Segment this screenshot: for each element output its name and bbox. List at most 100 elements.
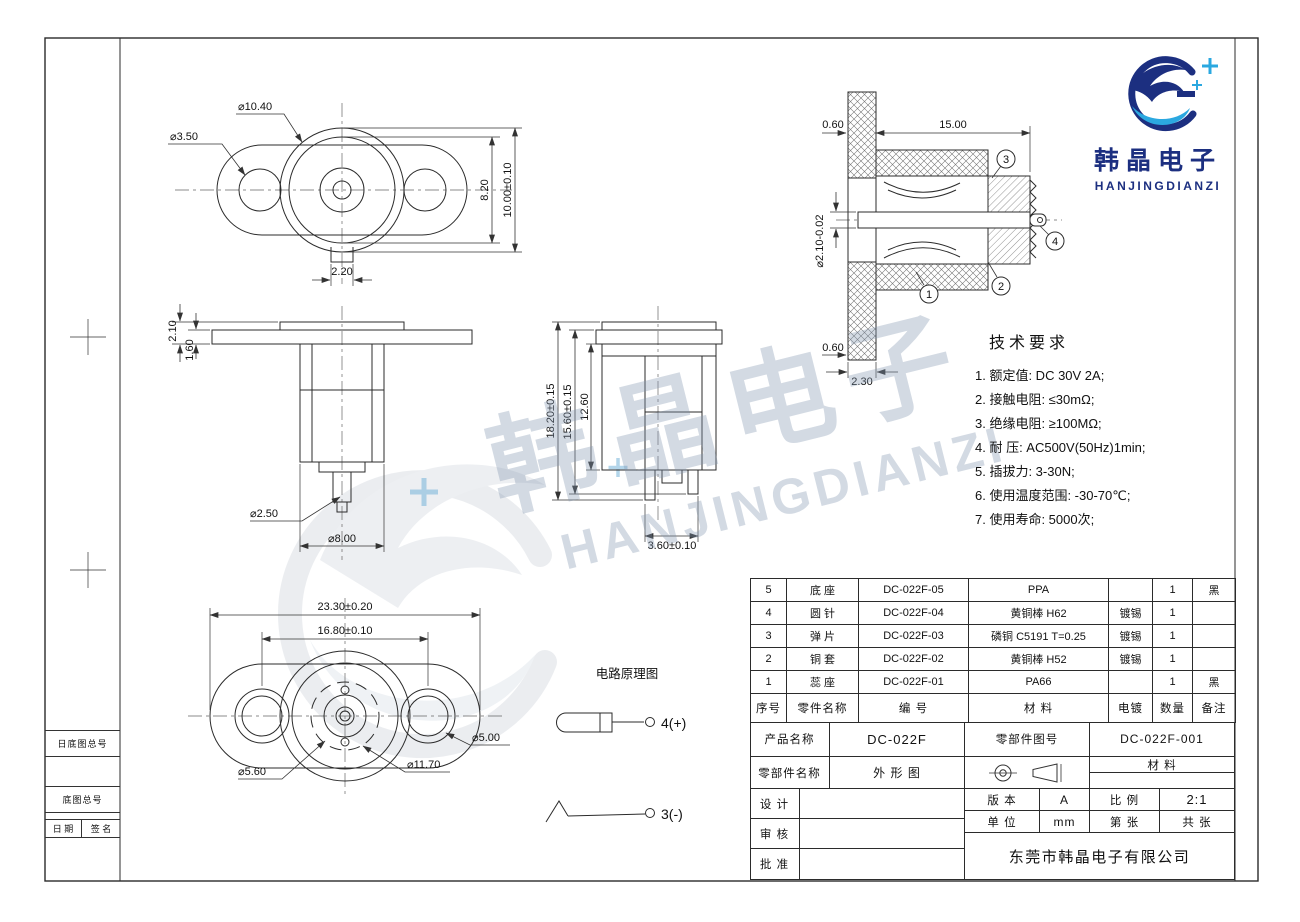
dim-label: ⌀10.40 bbox=[238, 101, 272, 113]
balloon-1: 1 bbox=[915, 271, 939, 304]
side-view-2 bbox=[595, 306, 723, 520]
tech-item: 5. 插拔力: 3-30N; bbox=[975, 464, 1075, 479]
dim-label: 18.20±0.15 bbox=[545, 384, 557, 439]
bom-cell: DC-022F-04 bbox=[858, 601, 969, 625]
bom-cell: 黄铜棒 H62 bbox=[968, 601, 1109, 625]
bom-cell: DC-022F-02 bbox=[858, 647, 969, 671]
circuit-diagram: 电路原理图 4(+) 3(-) bbox=[545, 666, 686, 823]
bom-cell: 黑 bbox=[1192, 578, 1236, 602]
bom-cell: 1 bbox=[1152, 601, 1193, 625]
dim-label: 1.60 bbox=[184, 339, 196, 360]
tech-item: 3. 绝缘电阻: ≥100MΩ; bbox=[975, 416, 1102, 431]
front-view-dimensions: ⌀3.50 ⌀10.40 8.20 10.00±0.10 2.20 bbox=[168, 101, 522, 286]
dim-label: 23.30±0.20 bbox=[318, 601, 373, 613]
circuit-title: 电路原理图 bbox=[596, 666, 659, 681]
unit-value: mm bbox=[1040, 811, 1090, 833]
version-label: 版 本 bbox=[965, 789, 1040, 811]
bom-cell: 镀锡 bbox=[1108, 601, 1153, 625]
check-value bbox=[800, 819, 965, 849]
dim-label: 8.20 bbox=[479, 179, 491, 200]
product-name-value: DC-022F bbox=[830, 722, 965, 757]
side-view-1 bbox=[211, 306, 473, 560]
sparkle-plus-icon bbox=[410, 458, 628, 506]
scale-value: 2:1 bbox=[1160, 789, 1235, 811]
circuit-pin-positive: 4(+) bbox=[661, 715, 686, 731]
bom-row-3: 3 弹 片 DC-022F-03 磷铜 C5191 T=0.25 镀锡 1 bbox=[750, 624, 1236, 648]
tech-item: 4. 耐 压: AC500V(50Hz)1min; bbox=[975, 440, 1146, 455]
tech-item: 2. 接触电阻: ≤30mΩ; bbox=[975, 392, 1095, 407]
design-label: 设 计 bbox=[750, 789, 800, 819]
bom-cell: 蕊 座 bbox=[786, 670, 859, 694]
logo-bird-icon bbox=[1128, 56, 1218, 132]
bom-cell: 1 bbox=[750, 670, 787, 694]
balloon-2: 2 bbox=[987, 261, 1011, 296]
bom-cell: 1 bbox=[1152, 624, 1193, 648]
bottom-view bbox=[188, 598, 505, 794]
dim-label: 12.60 bbox=[579, 393, 591, 421]
bom-header: 电镀 bbox=[1108, 693, 1153, 723]
margin-box-date-sign: 日 期 签 名 bbox=[45, 819, 120, 881]
bom-row-2: 2 铜 套 DC-022F-02 黄铜棒 H52 镀锡 1 bbox=[750, 647, 1236, 671]
bom-header: 数量 bbox=[1152, 693, 1193, 723]
bom-cell bbox=[1192, 601, 1236, 625]
company-logo: 韩晶电子 HANJINGDIANZI bbox=[1080, 50, 1236, 193]
balloon-3: 3 bbox=[991, 149, 1016, 179]
bom-cell: 2 bbox=[750, 647, 787, 671]
approve-value bbox=[800, 849, 965, 880]
unit-label: 单 位 bbox=[965, 811, 1040, 833]
section-view-callouts: 1 2 3 4 bbox=[915, 149, 1065, 304]
sheet-number: 第 张 bbox=[1090, 811, 1160, 833]
bom-header: 编 号 bbox=[858, 693, 969, 723]
bom-header-row: 序号 零件名称 编 号 材 料 电镀 数量 备注 bbox=[750, 693, 1236, 723]
margin-box-base-no: 底图总号 bbox=[45, 786, 120, 813]
bom-cell: DC-022F-05 bbox=[858, 578, 969, 602]
bom-cell bbox=[1108, 670, 1153, 694]
bom-cell bbox=[1192, 647, 1236, 671]
bom-cell: 底 座 bbox=[786, 578, 859, 602]
balloon-label: 1 bbox=[926, 289, 932, 301]
drawing-no-value: DC-022F-001 bbox=[1090, 722, 1235, 757]
bom-header: 序号 bbox=[750, 693, 787, 723]
dim-label: 2.10 bbox=[167, 320, 179, 341]
titleblock-border bbox=[750, 722, 751, 880]
bom-cell: 黄铜棒 H52 bbox=[968, 647, 1109, 671]
dim-label: 0.60 bbox=[822, 342, 843, 354]
circuit-pin-negative: 3(-) bbox=[661, 806, 683, 822]
material-value bbox=[1090, 773, 1235, 789]
bom-cell: 1 bbox=[1152, 578, 1193, 602]
dim-label: 2.30 bbox=[851, 376, 872, 388]
drawing-no-label: 零部件图号 bbox=[965, 722, 1090, 757]
bom-cell bbox=[1192, 624, 1236, 648]
bom-cell: 弹 片 bbox=[786, 624, 859, 648]
bom-cell: PPA bbox=[968, 578, 1109, 602]
dim-label: ⌀8.00 bbox=[328, 533, 356, 545]
date-label: 日 期 bbox=[45, 820, 82, 838]
sign-label: 签 名 bbox=[82, 820, 120, 838]
bom-header: 备注 bbox=[1192, 693, 1236, 723]
scale-label: 比 例 bbox=[1090, 789, 1160, 811]
section-view-dimensions: 0.60 15.00 ⌀2.10-0.02 0.60 2.30 bbox=[814, 119, 1031, 388]
projection-symbols-cell bbox=[965, 757, 1090, 789]
tech-item: 7. 使用寿命: 5000次; bbox=[975, 512, 1095, 527]
bom-cell: 黑 bbox=[1192, 670, 1236, 694]
version-value: A bbox=[1040, 789, 1090, 811]
check-label: 审 核 bbox=[750, 819, 800, 849]
bom-cell: PA66 bbox=[968, 670, 1109, 694]
watermark-logo-icon bbox=[278, 464, 557, 759]
bom-cell: 4 bbox=[750, 601, 787, 625]
dim-label: 2.20 bbox=[331, 266, 352, 278]
centering-mark-icon bbox=[70, 319, 106, 588]
balloon-label: 2 bbox=[998, 281, 1004, 293]
dim-label: ⌀2.50 bbox=[250, 508, 278, 520]
dim-label: ⌀5.60 bbox=[238, 766, 266, 778]
bom-cell: 5 bbox=[750, 578, 787, 602]
sheet-frame bbox=[44, 37, 1259, 882]
margin-box-archive-no: 日底图总号 bbox=[45, 730, 120, 757]
dim-label: ⌀5.00 bbox=[472, 732, 500, 744]
logo-company-name: 韩晶电子 bbox=[1093, 147, 1222, 175]
bottom-view-dimensions: 23.30±0.20 16.80±0.10 ⌀5.60 ⌀11.70 ⌀5.00 bbox=[209, 601, 510, 780]
bom-cell: 铜 套 bbox=[786, 647, 859, 671]
section-view bbox=[836, 91, 1062, 361]
